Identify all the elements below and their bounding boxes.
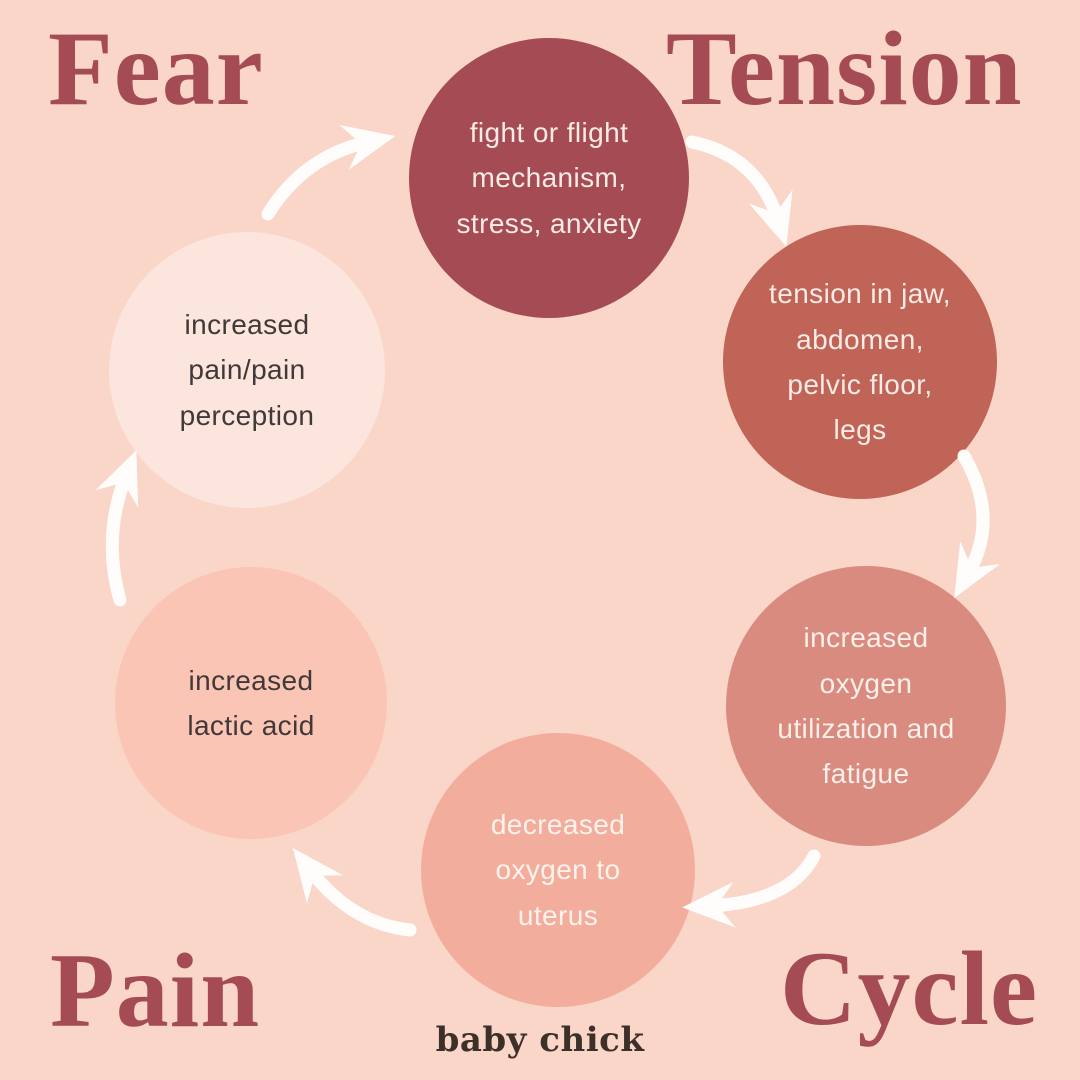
title-word-cycle: Cycle bbox=[780, 930, 1039, 1047]
arrow-oxygen-utilization-to-decreased-oxygen-icon bbox=[682, 849, 821, 928]
circle-label-oxygen-utilization: increased oxygen utilization and fatigue bbox=[777, 622, 955, 790]
circle-pain-perception: increased pain/pain perception bbox=[109, 232, 385, 508]
title-word-fear: Fear bbox=[48, 10, 264, 127]
arrow-tension-to-oxygen-utilization-icon bbox=[954, 449, 1001, 599]
arrow-pain-perception-to-fight-or-flight-icon bbox=[261, 124, 396, 221]
title-word-tension: Tension bbox=[666, 10, 1023, 127]
circle-tension-in-body: tension in jaw, abdomen, pelvic floor, l… bbox=[723, 225, 997, 499]
circle-fight-or-flight: fight or flight mechanism, stress, anxie… bbox=[409, 38, 689, 318]
brand-logo: baby chick bbox=[435, 1020, 645, 1060]
title-word-pain: Pain bbox=[50, 932, 261, 1049]
circle-lactic-acid: increased lactic acid bbox=[115, 567, 387, 839]
circle-label-decreased-oxygen: decreased oxygen to uterus bbox=[490, 808, 626, 931]
circle-label-lactic-acid: increased lactic acid bbox=[187, 664, 315, 741]
circle-decreased-oxygen: decreased oxygen to uterus bbox=[421, 733, 695, 1007]
arrow-decreased-oxygen-to-lactic-acid-icon bbox=[292, 848, 417, 937]
circle-label-tension-in-body: tension in jaw, abdomen, pelvic floor, l… bbox=[769, 278, 951, 446]
arrow-fight-or-flight-to-tension-icon bbox=[685, 135, 793, 247]
circle-oxygen-utilization: increased oxygen utilization and fatigue bbox=[726, 566, 1006, 846]
circle-label-fight-or-flight: fight or flight mechanism, stress, anxie… bbox=[456, 116, 642, 239]
circle-label-pain-perception: increased pain/pain perception bbox=[179, 308, 315, 431]
arrow-lactic-acid-to-pain-perception-icon bbox=[95, 450, 139, 607]
